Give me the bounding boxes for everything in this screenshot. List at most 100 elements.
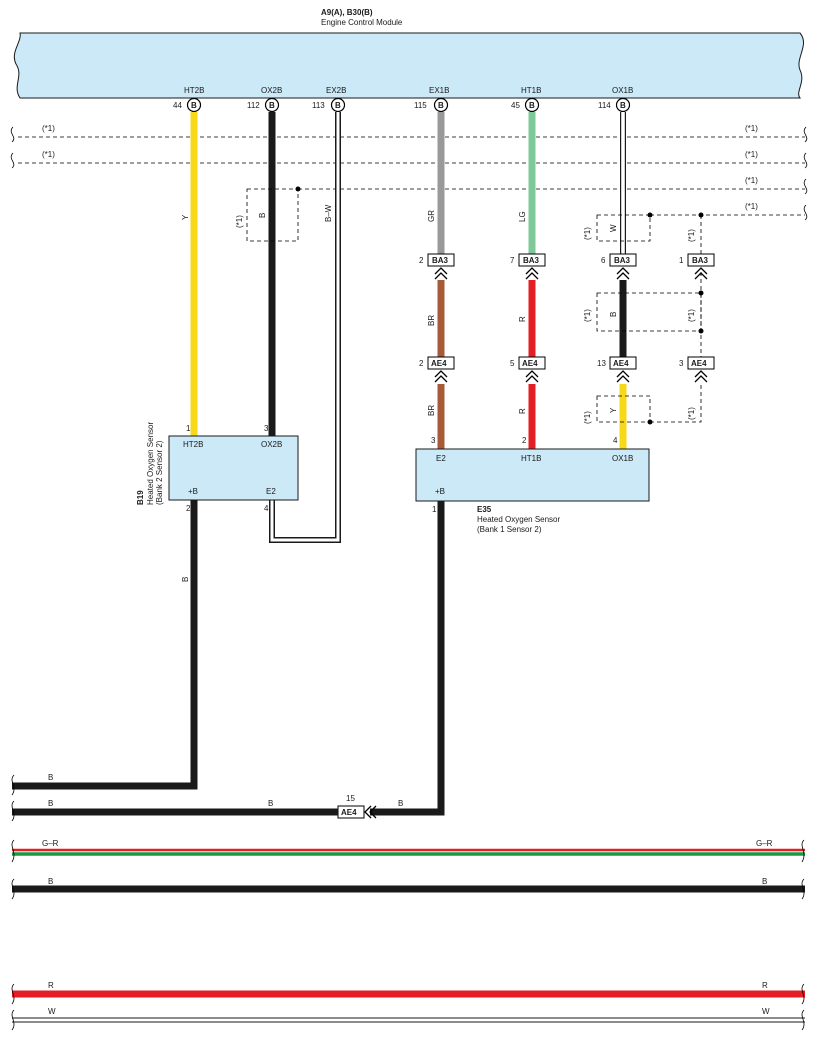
connector-ae4: AE4 13 (597, 356, 637, 383)
wire-color-label: GR (427, 210, 436, 222)
connector-label: BA3 (614, 256, 631, 265)
option-note: (*1) (687, 229, 696, 242)
ecm-pin-circle (615, 97, 631, 113)
sensor-name: Heated Oxygen Sensor (477, 515, 560, 524)
wire-color-label: Y (609, 407, 618, 413)
sensor-e35: E2 HT1B OX1B +B 3 2 4 1 E35 Heated Oxyge… (415, 436, 650, 534)
sensor-pin-num: 2 (186, 504, 191, 513)
sensor-b19-body (168, 435, 299, 501)
ecm-pin-ht2b: HT2B 44 B (173, 86, 204, 113)
sensor-pin-num: 3 (264, 424, 269, 433)
connector-pin: 7 (510, 256, 515, 265)
connector-label: BA3 (523, 256, 540, 265)
chevron-up-icon (694, 370, 708, 383)
sensor-e35-body (415, 448, 650, 502)
sensor-pin-label: E2 (436, 454, 446, 463)
ecm-pin-ox1b: OX1B 114 B (598, 86, 633, 113)
ecm-pin-name: OX1B (612, 86, 633, 95)
ecm-pin-ex1b: EX1B 115 B (414, 86, 449, 113)
ecm-pin-letter: B (529, 101, 535, 110)
bus-b: B B (12, 877, 805, 893)
sensor-pin-num: 3 (431, 436, 436, 445)
ecm-pin-ox2b: OX2B 112 B (247, 86, 282, 113)
connector-pin: 6 (601, 256, 606, 265)
chevron-left-icon (364, 805, 377, 819)
wire-color-label: B (48, 773, 53, 782)
ecm-pin-letter: B (269, 101, 275, 110)
wire-color-label: R (762, 981, 768, 990)
ecm-pin-letter: B (191, 101, 197, 110)
connector-label: AE4 (341, 808, 357, 817)
wire-color-label: BR (427, 405, 436, 416)
connector-pin: 3 (679, 359, 684, 368)
sensor-pin-num: 1 (432, 505, 437, 514)
sensor-pin-label: +B (188, 487, 198, 496)
connector-label: AE4 (691, 359, 707, 368)
splice-dot (295, 186, 301, 192)
ecm-code: A9(A), B30(B) (321, 8, 373, 17)
sensor-pin-label: HT2B (183, 440, 203, 449)
option-note: (*1) (583, 227, 592, 240)
option-box-w (596, 214, 651, 242)
wire-color-label: B–W (324, 204, 333, 222)
ecm-pin-circle (524, 97, 540, 113)
sensor-code: E35 (477, 505, 492, 514)
option-box-y (596, 395, 651, 423)
sensor-code: B19 (136, 490, 145, 505)
sensor-pin-label: HT1B (521, 454, 541, 463)
connector-label: BA3 (692, 256, 709, 265)
ecm-pin-num: 44 (173, 101, 182, 110)
chevron-up-icon (525, 267, 539, 280)
option-box-b2 (246, 188, 299, 242)
break-marks (11, 774, 805, 1031)
connector-ba3-row: BA3 2 BA3 7 BA3 6 BA3 1 (419, 253, 715, 280)
wire-color-label: LG (518, 211, 527, 222)
connector-ae4: AE4 2 (419, 356, 455, 383)
sensor-pin-label: +B (435, 487, 445, 496)
option-note: (*1) (235, 215, 244, 228)
chevron-up-icon (434, 267, 448, 280)
option-box-b (596, 292, 702, 332)
sensor-pin-num: 4 (613, 436, 618, 445)
connector-ba3: BA3 1 (679, 253, 715, 280)
option-lines (10, 126, 808, 221)
ecm-module: A9(A), B30(B) Engine Control Module HT2B… (13, 8, 805, 113)
sensor-sub: (Bank 1 Sensor 2) (477, 525, 542, 534)
sensor-pin-label: OX1B (612, 454, 633, 463)
ecm-pin-num: 45 (511, 101, 520, 110)
wire-bw-inner (270, 112, 340, 542)
wire-color-label: B (268, 799, 273, 808)
connector-ba3: BA3 6 (601, 253, 637, 280)
option-note: (*1) (745, 150, 758, 159)
connector-pin: 13 (597, 359, 606, 368)
option-note: (*1) (745, 202, 758, 211)
wire-color-label: B (48, 799, 53, 808)
ecm-pin-name: HT1B (521, 86, 541, 95)
ecm-pin-num: 114 (598, 101, 611, 110)
ecm-pin-circle (330, 97, 346, 113)
connector-ba3: BA3 7 (510, 253, 546, 280)
ecm-pin-letter: B (620, 101, 626, 110)
connector-ae4-row: AE4 2 AE4 5 AE4 13 AE4 3 (419, 356, 715, 383)
wire-b-b19-ground (12, 500, 198, 790)
sensor-pin-num: 1 (186, 424, 191, 433)
bus-r: R R (12, 981, 805, 998)
connector-label: BA3 (432, 256, 449, 265)
wire-color-label: G–R (756, 839, 773, 848)
ecm-pin-ht1b: HT1B 45 B (511, 86, 541, 113)
splice-dot (647, 212, 653, 218)
option-line (650, 384, 702, 423)
wire-color-label: B (48, 877, 53, 886)
ecm-pin-letter: B (438, 101, 444, 110)
sensor-name: Heated Oxygen Sensor (146, 422, 155, 505)
connector-pin: 2 (419, 256, 424, 265)
ecm-pin-letter: B (335, 101, 341, 110)
connector-pin: 1 (679, 256, 684, 265)
chevron-up-icon (434, 370, 448, 383)
wire-color-label: W (762, 1007, 770, 1016)
wire-color-label: BR (427, 315, 436, 326)
chevron-up-icon (616, 267, 630, 280)
ecm-pin-name: EX1B (429, 86, 449, 95)
ecm-pin-name: EX2B (326, 86, 346, 95)
sensor-pin-label: E2 (266, 487, 276, 496)
